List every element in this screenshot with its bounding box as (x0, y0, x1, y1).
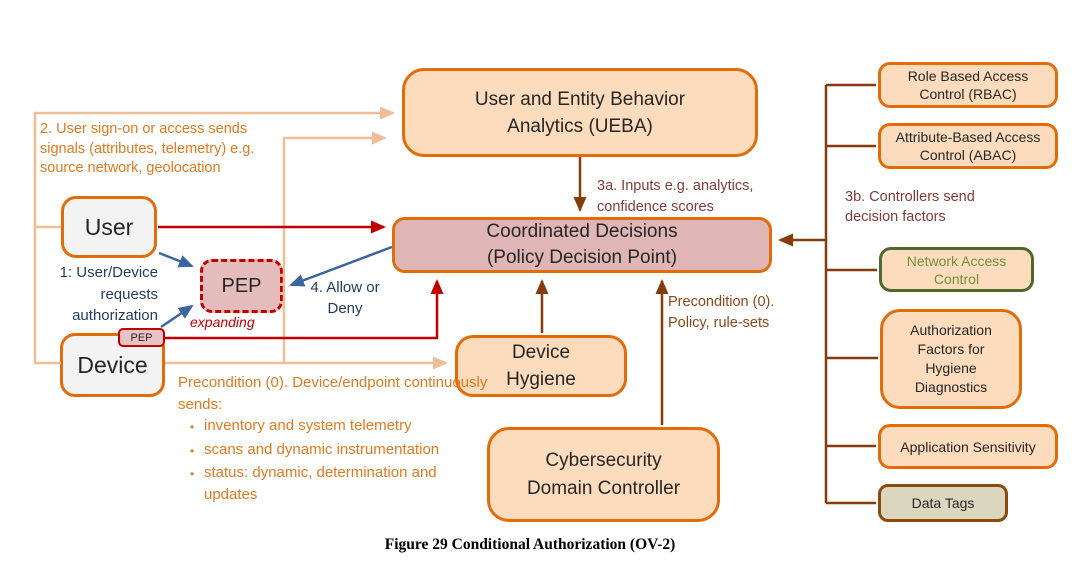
node-device-hygiene: Device Hygiene (455, 335, 627, 397)
node-label: Diagnostics (914, 379, 988, 395)
precondition-header: Precondition (0). Device/endpoint contin… (178, 374, 488, 413)
node-label: Network Access (906, 252, 1007, 269)
node-ueba: User and Entity Behavior Analytics (UEBA… (402, 68, 758, 157)
annotation-step3a: 3a. Inputs e.g. analytics, confidence sc… (597, 178, 754, 215)
node-application-sensitivity: Application Sensitivity (878, 424, 1058, 469)
node-pep: PEP (200, 259, 283, 313)
node-label: Control (933, 270, 980, 287)
annotation-precondition-device: Precondition (0). Device/endpoint contin… (178, 372, 493, 505)
node-label: Authorization (910, 322, 992, 338)
annotation-step2: 2. User sign-on or access sends signals … (40, 121, 255, 176)
bullet-icon: • (190, 467, 195, 481)
bullet-icon: • (190, 420, 195, 434)
node-label: Attribute-Based Access (895, 129, 1041, 145)
node-label: PEP (221, 274, 262, 297)
arrow-user-to-pep (158, 251, 194, 268)
annotation-step3b: 3b. Controllers send decision factors (845, 189, 975, 225)
node-label: (Policy Decision Point) (486, 247, 678, 268)
pep-expanding-label: expanding (190, 314, 255, 330)
annotation-precondition-policy: Precondition (0). Policy, rule-sets (668, 294, 775, 331)
bullet-item: • status: dynamic, determination and upd… (178, 462, 493, 505)
node-policy-decision-point: Coordinated Decisions (Policy Decision P… (392, 217, 772, 273)
annotation-step4: 4. Allow or Deny (310, 279, 380, 317)
node-label: User (84, 213, 134, 240)
node-label: Coordinated Decisions (486, 221, 678, 242)
node-label: Hygiene (925, 360, 977, 376)
node-label: Hygiene (506, 369, 576, 390)
figure-caption: Figure 29 Conditional Authorization (OV-… (384, 536, 676, 553)
bullet-item: • inventory and system telemetry (178, 415, 493, 439)
bullet-icon: • (190, 443, 195, 458)
node-label: Factors for (917, 341, 985, 357)
node-abac: Attribute-Based Access Control (ABAC) (878, 123, 1058, 169)
node-label: Application Sensitivity (900, 438, 1036, 455)
node-label: Data Tags (911, 495, 975, 511)
node-label: PEP (130, 331, 153, 344)
node-label: Domain Controller (526, 477, 681, 499)
node-label: Device (77, 351, 148, 378)
node-label: Analytics (UEBA) (507, 115, 653, 137)
arrow-device-to-pep (160, 304, 194, 329)
annotation-step1: 1: User/Device requests authorization (59, 264, 158, 324)
node-cybersecurity-domain-controller: Cybersecurity Domain Controller (487, 427, 720, 522)
node-label: Control (RBAC) (919, 86, 1017, 102)
node-authorization-factors: Authorization Factors for Hygiene Diagno… (880, 309, 1022, 409)
node-label: Device (511, 342, 571, 363)
node-label: Role Based Access (907, 68, 1029, 84)
node-label: Cybersecurity (545, 449, 662, 471)
node-user: User (61, 196, 157, 258)
node-network-access-control: Network Access Control (879, 247, 1034, 292)
node-pep-tag: PEP (118, 328, 165, 347)
node-label: Control (ABAC) (919, 147, 1017, 163)
node-rbac: Role Based Access Control (RBAC) (878, 62, 1058, 108)
node-label: User and Entity Behavior (474, 88, 686, 110)
node-data-tags: Data Tags (878, 484, 1008, 522)
bullet-item: • scans and dynamic instrumentation (178, 439, 493, 463)
